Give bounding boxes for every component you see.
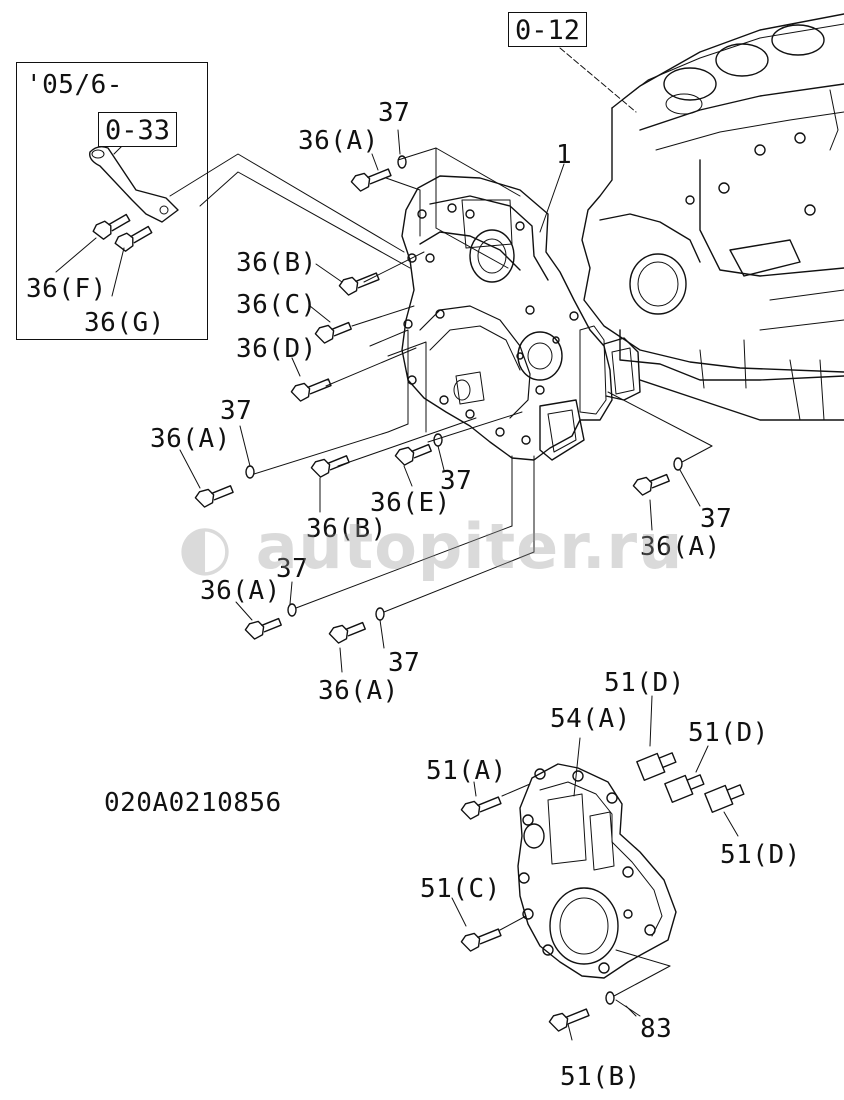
callout-1: 1 — [556, 140, 573, 170]
callout-36a: 36(A) — [640, 532, 721, 562]
watermark: ◐ autopiter.ru — [178, 510, 683, 583]
callout-36a: 36(A) — [200, 576, 281, 606]
engine-block — [581, 13, 844, 421]
callout-51b: 51(B) — [560, 1062, 641, 1092]
ref-box-inset[interactable]: 0-33 — [98, 112, 178, 147]
callout-54a: 54(A) — [550, 704, 631, 734]
callout-83: 83 — [640, 1014, 673, 1044]
callout-36d: 36(D) — [236, 334, 317, 364]
callout-51d: 51(D) — [688, 718, 769, 748]
callout-37: 37 — [220, 396, 253, 426]
callout-51d: 51(D) — [604, 668, 685, 698]
callout-36b: 36(B) — [236, 248, 317, 278]
callout-36a: 36(A) — [150, 424, 231, 454]
inset-bracket — [89, 145, 179, 223]
watermark-text: autopiter.ru — [255, 510, 684, 583]
leader-lines — [55, 129, 739, 1041]
callout-36a: 36(A) — [318, 676, 399, 706]
spacers — [636, 752, 745, 813]
washers — [245, 155, 683, 1005]
watermark-logo-icon: ◐ — [178, 510, 256, 583]
callout-51c: 51(C) — [420, 874, 501, 904]
callout-36a: 36(A) — [298, 126, 379, 156]
inset-date-label: '05/6- — [26, 70, 123, 100]
callout-37: 37 — [700, 504, 733, 534]
ref-box-main[interactable]: 0-12 — [508, 12, 588, 47]
callout-36g: 36(G) — [84, 308, 165, 338]
callout-37: 37 — [440, 466, 473, 496]
diagram-code: 020A0210856 — [104, 788, 282, 818]
callout-51a: 51(A) — [426, 756, 507, 786]
bolts — [92, 168, 670, 1032]
callout-36b: 36(B) — [306, 514, 387, 544]
callout-37: 37 — [378, 98, 411, 128]
inset-panel — [16, 62, 208, 340]
callout-36c: 36(C) — [236, 290, 317, 320]
callout-37: 37 — [388, 648, 421, 678]
callout-36f: 36(F) — [26, 274, 107, 304]
callout-37: 37 — [276, 554, 309, 584]
callout-36e: 36(E) — [370, 488, 451, 518]
flywheel-housing — [401, 175, 641, 461]
rear-cover — [517, 763, 677, 979]
callout-51d: 51(D) — [720, 840, 801, 870]
